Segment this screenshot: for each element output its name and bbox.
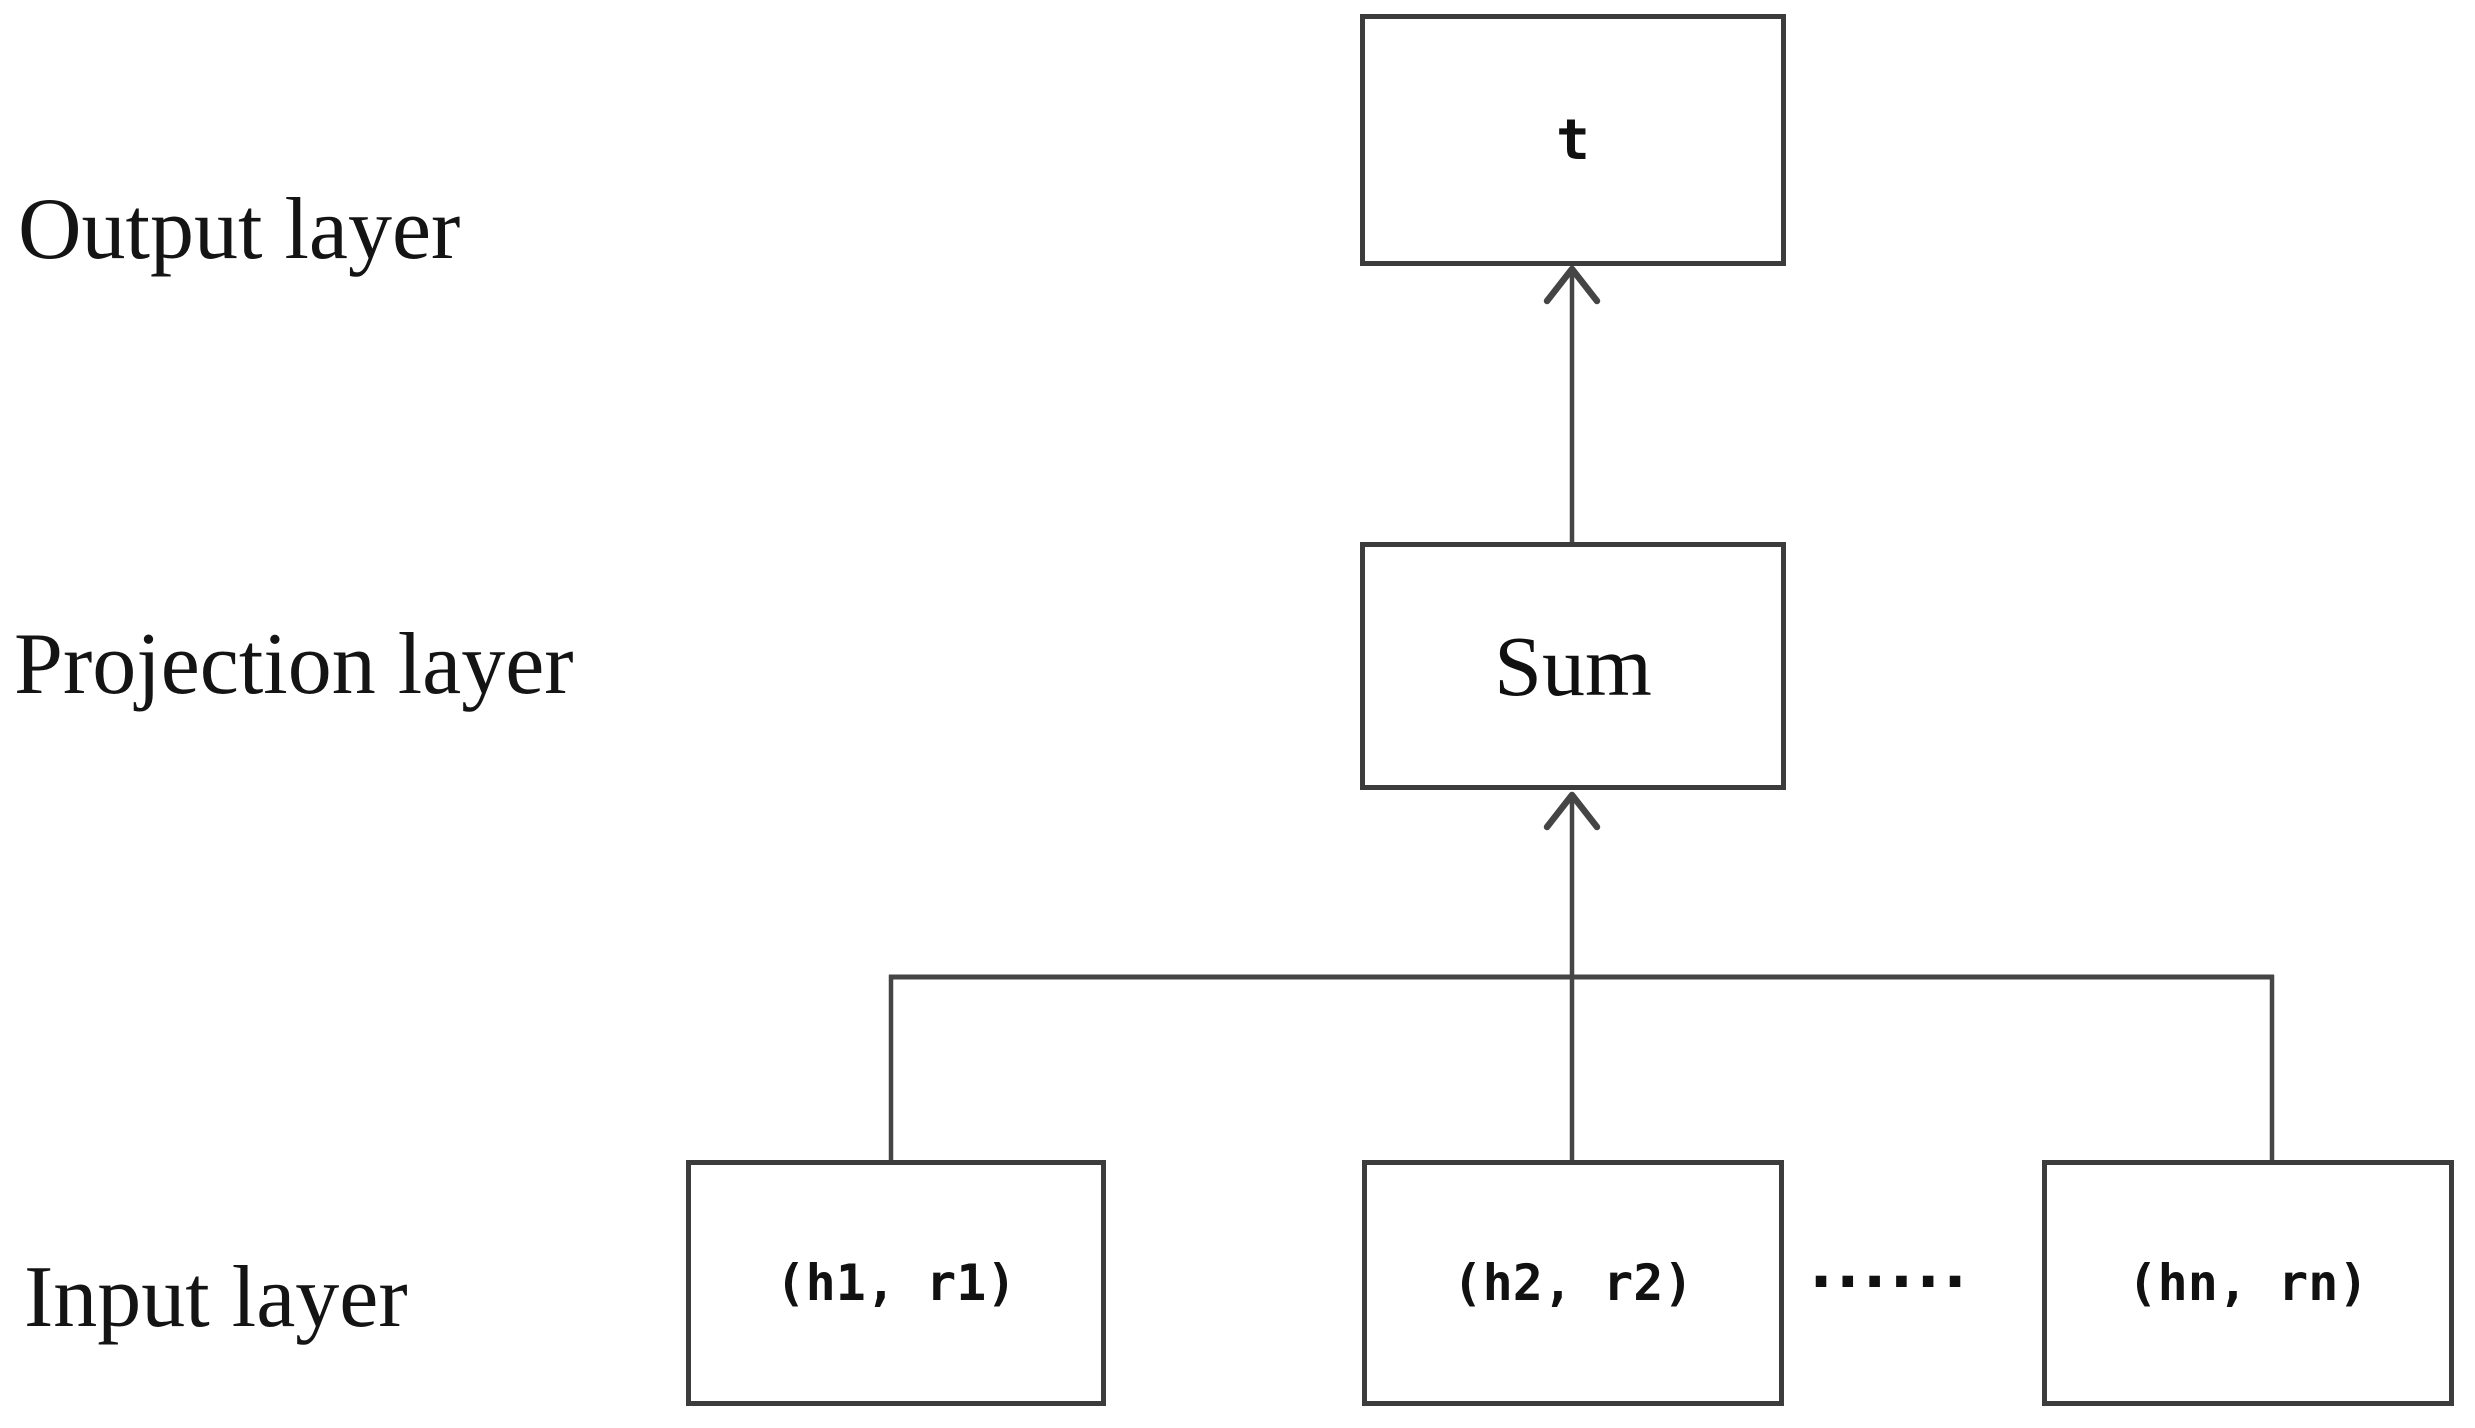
input-layer-label: Input layer (24, 1249, 408, 1346)
input-node-1: (h1, r1) (686, 1160, 1106, 1406)
input-node-n-text: (hn, rn) (2127, 1254, 2369, 1312)
output-layer-label: Output layer (18, 181, 461, 278)
arrowhead-up-icon (1543, 265, 1601, 305)
arrowhead-up-icon (1543, 791, 1601, 831)
input-node-2: (h2, r2) (1362, 1160, 1784, 1406)
sum-node-text: Sum (1494, 618, 1652, 714)
input-node-2-text: (h2, r2) (1452, 1254, 1694, 1312)
projection-layer-label: Projection layer (14, 616, 574, 713)
sum-node: Sum (1360, 542, 1786, 790)
output-node: t (1360, 14, 1786, 266)
input-node-n: (hn, rn) (2042, 1160, 2454, 1406)
output-node-text: t (1556, 107, 1590, 173)
ellipsis-dots: ······ (1809, 1247, 1971, 1317)
input-node-1-text: (h1, r1) (775, 1254, 1017, 1312)
